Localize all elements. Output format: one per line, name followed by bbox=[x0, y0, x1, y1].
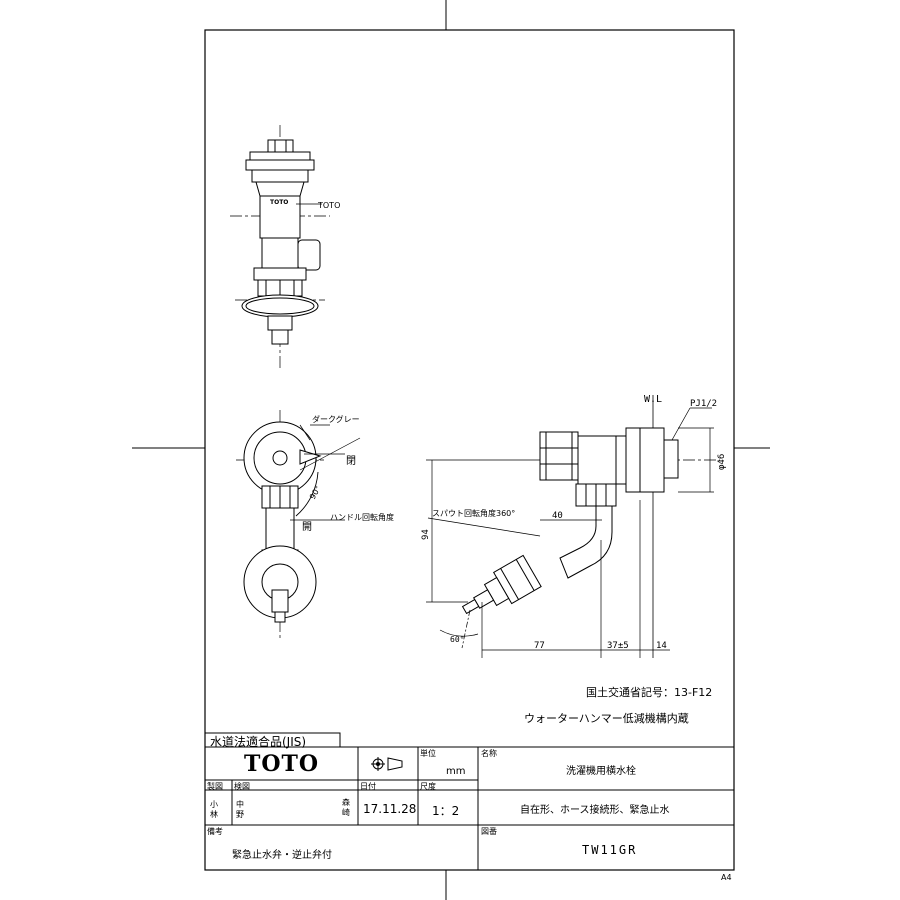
unit-label: 単位 bbox=[420, 749, 436, 758]
drafter-2: 林 bbox=[210, 810, 218, 819]
maker-mark-callout: TOTO bbox=[317, 201, 340, 210]
thread-label: PJ1/2 bbox=[690, 399, 717, 409]
toto-logo: TOTO bbox=[244, 751, 320, 777]
scale-label: 尺度 bbox=[420, 782, 436, 791]
remarks-value: 緊急止水弁・逆止弁付 bbox=[232, 850, 332, 861]
approver-2: 崎 bbox=[342, 808, 350, 817]
water-line-label: W.L bbox=[644, 394, 662, 405]
drafter-1: 小 bbox=[210, 800, 218, 809]
dim-40-label: 40 bbox=[552, 511, 563, 521]
approval-code-note: 国土交通省記号：13-F12 bbox=[586, 685, 712, 699]
title-block-grid bbox=[204, 732, 734, 870]
dim-14-label: 14 bbox=[656, 641, 667, 651]
approver-1: 森 bbox=[342, 798, 350, 807]
drawing-no-label: 図番 bbox=[481, 827, 497, 836]
unit-value: mm bbox=[446, 766, 466, 777]
scale-value: 1：2 bbox=[432, 804, 460, 818]
checker-1: 中 bbox=[236, 800, 244, 809]
height-dim-label: 94 bbox=[421, 529, 431, 540]
installed-view bbox=[426, 395, 720, 658]
drawing-no-value: TW11GR bbox=[582, 843, 638, 857]
sheet-border bbox=[204, 29, 735, 871]
closed-label: 閉 bbox=[346, 455, 356, 467]
dark-gray-label: ダークグレー bbox=[312, 414, 360, 424]
diameter-label: φ46 bbox=[717, 454, 727, 470]
remarks-label: 備考 bbox=[207, 827, 223, 836]
checker-2: 野 bbox=[236, 810, 244, 819]
maker-mark-on-body: TOTO bbox=[270, 199, 288, 206]
open-label: 開 bbox=[302, 521, 312, 533]
sheet-size: A4 bbox=[721, 873, 732, 882]
drafted-label: 製図 bbox=[207, 782, 223, 791]
water-hammer-note: ウォーターハンマー低減機構内蔵 bbox=[524, 711, 689, 725]
handle-angle-label: 90° bbox=[308, 484, 323, 501]
projection-symbol bbox=[371, 757, 403, 771]
side-view bbox=[236, 410, 361, 640]
date-label: 日付 bbox=[360, 782, 376, 791]
front-view bbox=[230, 125, 330, 370]
name-label: 名称 bbox=[481, 749, 497, 758]
dim-37-label: 37±5 bbox=[607, 641, 629, 651]
jis-label: 水道法適合品(JIS) bbox=[210, 735, 307, 749]
dim-77-label: 77 bbox=[534, 641, 545, 651]
description-value: 自在形、ホース接続形、緊急止水 bbox=[520, 805, 670, 816]
date-value: 17.11.28 bbox=[363, 802, 417, 816]
angle-60-label: 60° bbox=[450, 635, 464, 644]
handle-rotation-label: ハンドル回転角度 bbox=[330, 512, 394, 522]
name-value: 洗濯機用横水栓 bbox=[566, 766, 636, 777]
checked-label: 検図 bbox=[234, 782, 250, 791]
spout-rotation-label: スパウト回転角度360° bbox=[432, 508, 515, 518]
